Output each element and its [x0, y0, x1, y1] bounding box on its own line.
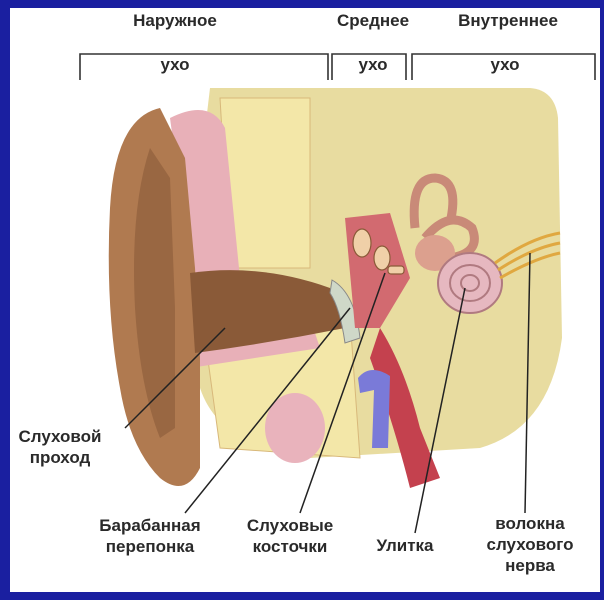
nerve-label-line2: слухового [480, 534, 580, 555]
eardrum-label-line1: Барабанная [90, 515, 210, 536]
cochlea [438, 253, 502, 313]
eardrum-label-line2: перепонка [90, 536, 210, 557]
inner-ear-title-line1: Внутреннее [448, 10, 568, 31]
inner-ear-title-line2: ухо [470, 54, 540, 75]
cochlea-label-line1: Улитка [360, 535, 450, 556]
middle-ear-title: Среднее [328, 10, 418, 31]
canal-label-line1: Слуховой [10, 426, 110, 447]
middle-ear-subtitle: ухо [338, 54, 408, 75]
middle-ear-title-line2: ухо [338, 54, 408, 75]
eardrum-label: Барабанная перепонка [90, 515, 210, 557]
outer-ear-title-line1: Наружное [120, 10, 230, 31]
inner-ear-title: Внутреннее [448, 10, 568, 31]
ossicles-label-line2: косточки [235, 536, 345, 557]
nerve-label-line3: нерва [480, 555, 580, 576]
ear-diagram [10, 8, 600, 592]
outer-ear-subtitle: ухо [140, 54, 210, 75]
diagram-frame: Наружное ухо Среднее ухо Внутреннее ухо … [10, 8, 600, 592]
outer-ear-title-line2: ухо [140, 54, 210, 75]
cochlea-label: Улитка [360, 535, 450, 556]
nerve-label-line1: волокна [480, 513, 580, 534]
canal-label-line2: проход [10, 447, 110, 468]
nerve-label: волокна слухового нерва [480, 513, 580, 576]
ossicles-label-line1: Слуховые [235, 515, 345, 536]
middle-ear-title-line1: Среднее [328, 10, 418, 31]
canal-label: Слуховой проход [10, 426, 110, 468]
ossicles-label: Слуховые косточки [235, 515, 345, 557]
inner-ear-subtitle: ухо [470, 54, 540, 75]
outer-ear-title: Наружное [120, 10, 230, 31]
